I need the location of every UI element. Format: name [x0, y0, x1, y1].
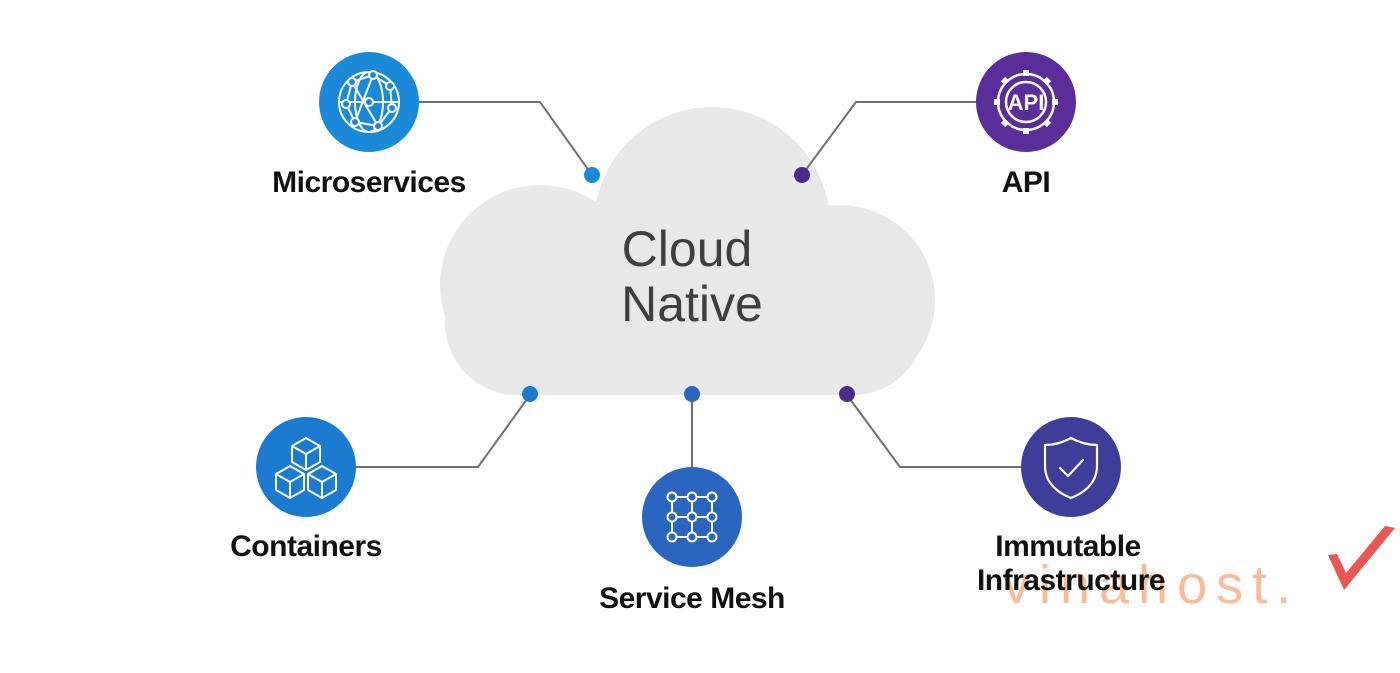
node-containers [256, 417, 356, 517]
shield-check-icon [1043, 436, 1099, 500]
cloud-title-line1: Cloud [622, 221, 753, 277]
connector-microservices [418, 101, 593, 176]
label-immutable-line1: Immutable [995, 530, 1141, 563]
connector-dot-service-mesh [684, 386, 700, 402]
network-globe-icon [338, 70, 400, 133]
connector-dot-microservices [584, 167, 600, 183]
label-service-mesh: Service Mesh [599, 582, 785, 615]
label-containers: Containers [230, 530, 382, 563]
node-immutable-infrastructure [1021, 417, 1121, 517]
connector-containers [355, 394, 531, 468]
cloud-shape [440, 107, 935, 395]
label-microservices: Microservices [272, 166, 466, 199]
connector-dot-immutable [839, 386, 855, 402]
connector-immutable [846, 394, 1022, 468]
connector-api [801, 101, 978, 176]
node-microservices [319, 52, 419, 152]
node-api: API [976, 52, 1076, 152]
connector-dot-containers [522, 386, 538, 402]
cloud-title-line2: Native [621, 276, 763, 332]
connectors [355, 101, 1022, 468]
label-api: API [1002, 166, 1051, 199]
api-gear-icon-text: API [1008, 90, 1045, 115]
connector-dot-api [794, 167, 810, 183]
stacked-cubes-icon [275, 437, 337, 499]
mesh-grid-icon [666, 491, 718, 543]
label-immutable-line2: Infrastructure [977, 564, 1165, 597]
checkmark-icon [1328, 526, 1395, 590]
node-service-mesh [642, 467, 742, 567]
watermark: vinahost. [1003, 526, 1395, 615]
watermark-text: vinahost. [1003, 555, 1300, 615]
api-gear-icon: API [994, 70, 1058, 134]
